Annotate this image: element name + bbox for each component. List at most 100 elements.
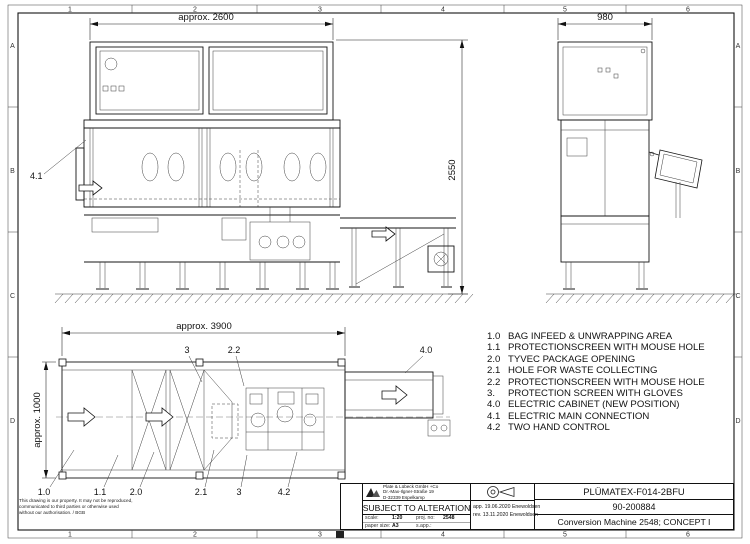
company-block: Plate & Lübeck GmbH +Co Dr.-Max-Ilgner-S… xyxy=(363,484,470,501)
side-dim-width-label: 980 xyxy=(597,12,613,23)
part-label: 3 xyxy=(236,487,241,497)
revision-strip xyxy=(341,484,363,529)
plan-outfeed-extension xyxy=(344,371,451,437)
grid-col-label: 5 xyxy=(563,7,567,14)
flow-arrow-icon xyxy=(78,180,103,196)
meta-row-scale: scale: 1:20 proj. no: 2548 xyxy=(363,515,470,523)
front-protection-screen xyxy=(83,127,341,208)
property-notice-line: without our authorisation. / BGB xyxy=(19,509,86,515)
front-dim-height-label: 2550 xyxy=(447,159,458,180)
glove-port xyxy=(219,152,237,182)
legend-item-text: PROTECTIONSCREEN WITH MOUSE HOLE xyxy=(508,342,705,354)
side-base xyxy=(560,215,650,290)
legend-item-num: 2.1 xyxy=(487,365,501,377)
plan-dim-height-label: approx. 1000 xyxy=(32,392,43,447)
grid-row-label: A xyxy=(736,43,741,50)
legend-item: 2.1 HOLE FOR WASTE COLLECTING xyxy=(487,365,705,376)
title-block-right: PLÜMATEX-F014-2BFU 90-200884 Conversion … xyxy=(535,484,733,529)
title-block: Plate & Lübeck GmbH +Co Dr.-Max-Ilgner-S… xyxy=(340,483,734,530)
front-lower-tables xyxy=(84,206,340,290)
flow-arrow-icon xyxy=(371,226,396,242)
subject-to-alteration: SUBJECT TO ALTERATION xyxy=(363,501,470,515)
meta-row-paper: paper size: A3 s.app.: xyxy=(363,523,470,530)
company-city: D-32339 Espelkamp xyxy=(383,494,425,500)
sheet-frame xyxy=(7,4,743,539)
legend-item-text: ELECTRIC MAIN CONNECTION xyxy=(508,410,650,422)
grid-col-label: 2 xyxy=(193,532,197,539)
front-infeed-chute xyxy=(75,147,85,201)
leader-line xyxy=(49,449,298,488)
legend-item-text: PROTECTION SCREEN WITH GLOVES xyxy=(508,388,683,400)
glove-port xyxy=(141,152,159,182)
legend-item-text: TWO HAND CONTROL xyxy=(508,422,610,434)
glove-port xyxy=(245,152,263,182)
side-monitor-arm xyxy=(648,149,703,218)
grid-row-label: C xyxy=(735,293,740,300)
grid-col-label: 6 xyxy=(686,7,690,14)
legend-item-num: 1.0 xyxy=(487,331,501,342)
side-elevation-view: 980 xyxy=(545,12,736,304)
part-label: 2.2 xyxy=(228,345,241,355)
plan-dim-width-lines xyxy=(61,327,346,356)
legend-item-text: TYVEC PACKAGE OPENING xyxy=(508,353,636,365)
scale-value: 1:20 xyxy=(392,515,403,522)
meta-table: scale: 1:20 proj. no: 2548 paper size: A… xyxy=(363,515,470,529)
grid-ticks xyxy=(8,5,742,538)
flow-arrow-icon xyxy=(67,407,96,427)
front-roof-band xyxy=(83,119,341,129)
drawing-title: Conversion Machine 2548; CONCEPT I xyxy=(557,517,711,527)
legend-item: 4.2 TWO HAND CONTROL xyxy=(487,422,705,433)
front-top-cabinets xyxy=(89,41,334,121)
part-label: 1.1 xyxy=(94,487,107,497)
grid-row-label: B xyxy=(10,168,15,175)
legend-item-num: 4.0 xyxy=(487,399,501,411)
grid-row-label: D xyxy=(735,418,740,425)
company-street: Dr.-Max-Ilgner-Straße 19 xyxy=(383,489,434,495)
two-hand-control xyxy=(427,419,451,437)
legend-item-text: BAG INFEED & UNWRAPPING AREA xyxy=(508,331,673,342)
approved-label: s.app.: xyxy=(416,522,432,529)
leader-line xyxy=(188,355,424,387)
drawing-number: PLÜMATEX-F014-2BFU xyxy=(535,484,733,500)
paper-value: A3 xyxy=(392,522,399,529)
legend-item-text: HOLE FOR WASTE COLLECTING xyxy=(508,365,658,377)
rev1-label: app. xyxy=(473,504,484,510)
waste-hole xyxy=(211,403,239,439)
paper-label: paper size: xyxy=(365,522,391,529)
glove-port xyxy=(167,152,185,182)
plan-machine-outline xyxy=(56,358,450,480)
flow-arrow-icon xyxy=(381,385,408,405)
part-label: 2.0 xyxy=(130,487,143,497)
seal-icon xyxy=(486,486,514,498)
control-pendant xyxy=(427,245,455,273)
rev2-label: rev. xyxy=(473,512,482,519)
grid-col-label: 6 xyxy=(686,532,690,539)
glove-port xyxy=(283,152,301,182)
grid-col-label: 4 xyxy=(441,532,445,539)
grid-col-label: 5 xyxy=(563,532,567,539)
front-dim-width-lines xyxy=(89,18,334,40)
grid-row-label: C xyxy=(10,293,15,300)
grid-row-label: B xyxy=(736,168,741,175)
part-label: 3 xyxy=(184,345,189,355)
fold-mark xyxy=(336,531,344,538)
plan-dim-height-lines xyxy=(42,361,56,479)
grid-col-label: 2 xyxy=(193,7,197,14)
front-dim-width-label: approx. 2600 xyxy=(178,12,233,23)
grid-col-label: 3 xyxy=(318,7,322,14)
plan-opening-machinery xyxy=(245,387,325,451)
side-body xyxy=(560,119,650,217)
grid-row-label: A xyxy=(10,43,15,50)
outer-border xyxy=(7,4,743,539)
front-outfeed-conveyor xyxy=(340,217,456,288)
revision-dates: app. 19.06.2020 Enewoldsen rev. 13.11.20… xyxy=(471,501,540,529)
glove-port xyxy=(309,152,327,182)
legend-item-num: 2.0 xyxy=(487,353,501,365)
legend-item-num: 4.2 xyxy=(487,422,501,434)
grid-row-label: D xyxy=(10,418,15,425)
rev2-value: 13.11.2020 Enewoldsen xyxy=(482,512,538,519)
part-label: 4.2 xyxy=(278,487,291,497)
